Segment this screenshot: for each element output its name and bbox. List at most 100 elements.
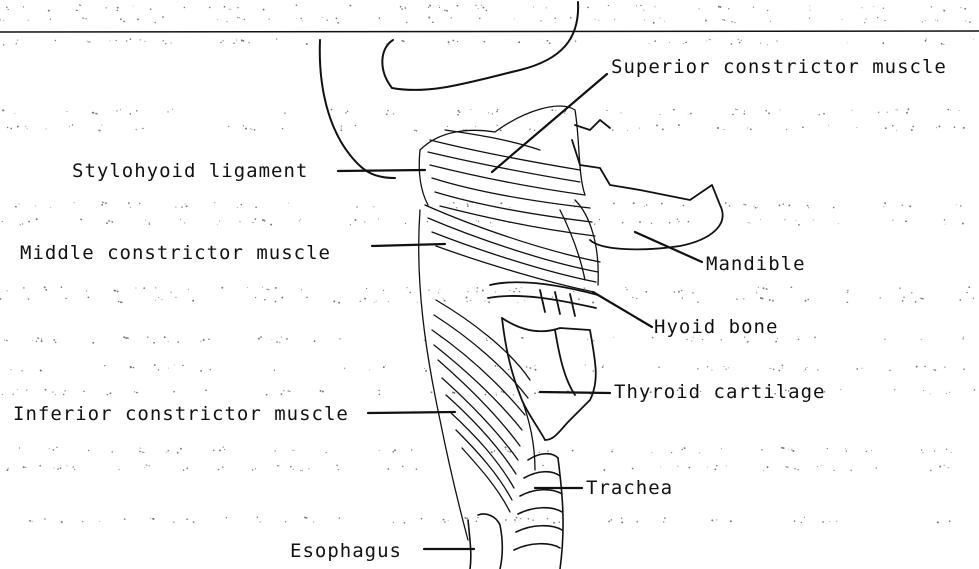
speckle-dot [636, 521, 638, 523]
speckle-dot [325, 452, 326, 453]
speckle-dot [16, 43, 17, 44]
speckle-dot [894, 389, 895, 390]
speckle-dot [765, 110, 767, 112]
speckle-dot [452, 40, 454, 42]
speckle-dot [279, 466, 280, 467]
speckle-dot [500, 129, 502, 131]
speckle-dot [922, 21, 923, 22]
speckle-dot [877, 17, 878, 18]
speckle-dot [754, 206, 755, 207]
speckle-dot [281, 337, 282, 338]
speckle-dot [931, 6, 932, 7]
speckle-dot [784, 219, 785, 220]
speckle-dot [760, 297, 762, 299]
speckle-dot [470, 300, 471, 301]
speckle-dot [807, 205, 809, 207]
speckle-dot [552, 296, 553, 297]
speckle-dot [200, 341, 201, 342]
speckle-dot [248, 42, 249, 43]
speckle-dot [130, 207, 131, 208]
speckle-dot [477, 287, 479, 289]
speckle-dot [516, 517, 518, 519]
speckle-dot [341, 128, 342, 129]
speckle-dot [349, 5, 351, 7]
speckle-dot [77, 10, 78, 11]
speckle-dot [57, 468, 59, 470]
speckle-dot [280, 393, 282, 395]
speckle-dot [756, 292, 757, 293]
speckle-dot [608, 520, 610, 522]
speckle-dot [823, 113, 825, 115]
speckle-dot [731, 21, 732, 22]
speckle-dot [644, 206, 645, 207]
speckle-dot [6, 469, 8, 471]
speckle-dot [678, 221, 679, 222]
speckle-dot [26, 389, 27, 390]
speckle-dot [144, 467, 145, 468]
speckle-dot [575, 40, 577, 42]
speckle-dot [682, 449, 683, 450]
speckle-dot [444, 521, 446, 523]
speckle-dot [459, 111, 461, 113]
speckle-dot [477, 517, 478, 518]
speckle-dot [17, 389, 18, 390]
speckle-dot [117, 290, 119, 292]
speckle-dot [364, 298, 366, 300]
speckle-dot [878, 112, 879, 113]
speckle-dot [339, 517, 341, 519]
speckle-dot [126, 40, 127, 41]
speckle-dot [378, 218, 379, 219]
speckle-dot [322, 17, 323, 18]
speckle-dot [546, 7, 547, 8]
speckle-dot [555, 110, 556, 111]
speckle-dot [355, 219, 357, 221]
speckle-dot [614, 19, 615, 20]
speckle-dot [209, 7, 211, 9]
speckle-dot [347, 111, 349, 113]
speckle-dot [25, 467, 26, 468]
speckle-dot [144, 41, 145, 42]
speckle-dot [140, 39, 141, 40]
speckle-dot [172, 109, 173, 110]
speckle-dot [770, 368, 771, 369]
speckle-dot [885, 127, 887, 129]
speckle-dot [73, 466, 74, 467]
speckle-dot [331, 109, 333, 111]
speckle-dot [587, 7, 589, 9]
speckle-dot [827, 448, 828, 449]
speckle-dot [87, 41, 88, 42]
speckle-dot [669, 222, 671, 224]
speckle-dot [761, 449, 763, 451]
speckle-dot [912, 126, 914, 128]
speckle-dot [186, 468, 188, 470]
speckle-dot [937, 521, 939, 523]
speckle-dot [782, 203, 784, 205]
speckle-dot [963, 337, 964, 338]
speckle-dot [254, 129, 256, 131]
speckle-dot [817, 466, 818, 467]
speckle-dot [467, 291, 468, 292]
speckle-dot [497, 366, 498, 367]
speckle-dot [717, 127, 719, 129]
speckle-dot [336, 18, 338, 20]
speckle-dot [219, 449, 221, 451]
speckle-dot [964, 8, 966, 10]
label-stylohyoid-ligament: Stylohyoid ligament [72, 162, 308, 181]
label-esophagus: Esophagus [290, 542, 402, 561]
speckle-dot [804, 370, 805, 371]
speckle-dot [936, 127, 937, 128]
speckle-dot [664, 21, 665, 22]
speckle-dot [731, 43, 733, 45]
speckle-dot [941, 43, 943, 45]
speckle-dot [101, 125, 102, 126]
speckle-dot [743, 204, 744, 205]
speckle-dot [80, 5, 81, 6]
speckle-dot [842, 19, 843, 20]
speckle-dot [237, 17, 238, 18]
speckle-dot [296, 4, 298, 6]
speckle-dot [808, 299, 810, 301]
speckle-dot [935, 369, 936, 370]
speckle-dot [959, 299, 961, 301]
speckle-dot [302, 470, 303, 471]
speckle-dot [767, 44, 768, 45]
